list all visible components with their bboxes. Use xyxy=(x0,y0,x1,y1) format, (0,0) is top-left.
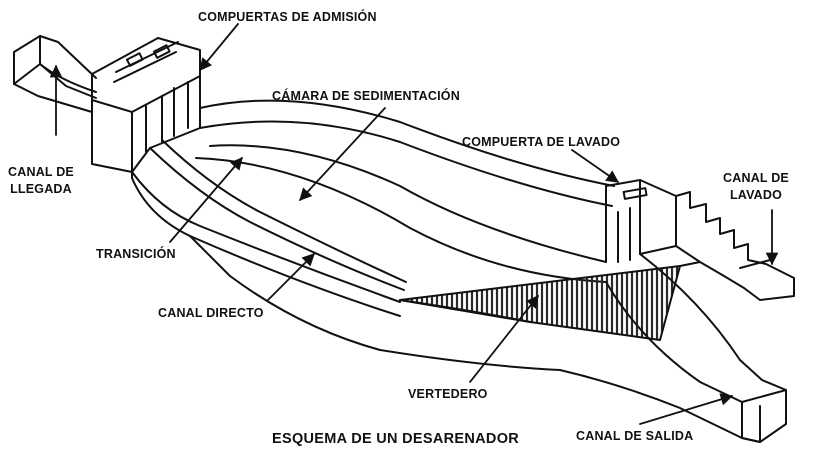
label-canal-llegada-line1: CANAL DE xyxy=(8,165,74,179)
label-canal-lavado: CANAL DE LAVADO xyxy=(716,170,796,204)
canal-salida-structure xyxy=(559,253,787,443)
label-vertedero: VERTEDERO xyxy=(408,387,488,401)
label-canal-llegada-line2: LLEGADA xyxy=(10,182,72,196)
label-camara-sedimentacion: CÁMARA DE SEDIMENTACIÓN xyxy=(272,89,460,103)
canal-llegada-structure xyxy=(13,35,97,113)
label-canal-lavado-line1: CANAL DE xyxy=(723,171,789,185)
label-canal-directo: CANAL DIRECTO xyxy=(158,306,264,320)
leader-arrows xyxy=(49,23,779,425)
label-canal-salida: CANAL DE SALIDA xyxy=(576,429,694,443)
vertedero-structure xyxy=(399,261,701,341)
compuerta-lavado-structure xyxy=(605,179,677,263)
label-canal-lavado-line2: LAVADO xyxy=(729,188,783,202)
label-transicion: TRANSICIÓN xyxy=(96,247,176,261)
canal-lavado-structure xyxy=(675,191,795,301)
diagram-title: ESQUEMA DE UN DESARENADOR xyxy=(272,431,520,447)
compuertas-admision-structure xyxy=(91,37,201,173)
label-compuerta-lavado: COMPUERTA DE LAVADO xyxy=(462,135,621,149)
camara-left-wall xyxy=(195,99,615,283)
label-compuertas-admision: COMPUERTAS DE ADMISIÓN xyxy=(198,10,377,24)
canal-directo-structure xyxy=(131,139,561,371)
label-canal-llegada: CANAL DE LLEGADA xyxy=(6,164,76,198)
